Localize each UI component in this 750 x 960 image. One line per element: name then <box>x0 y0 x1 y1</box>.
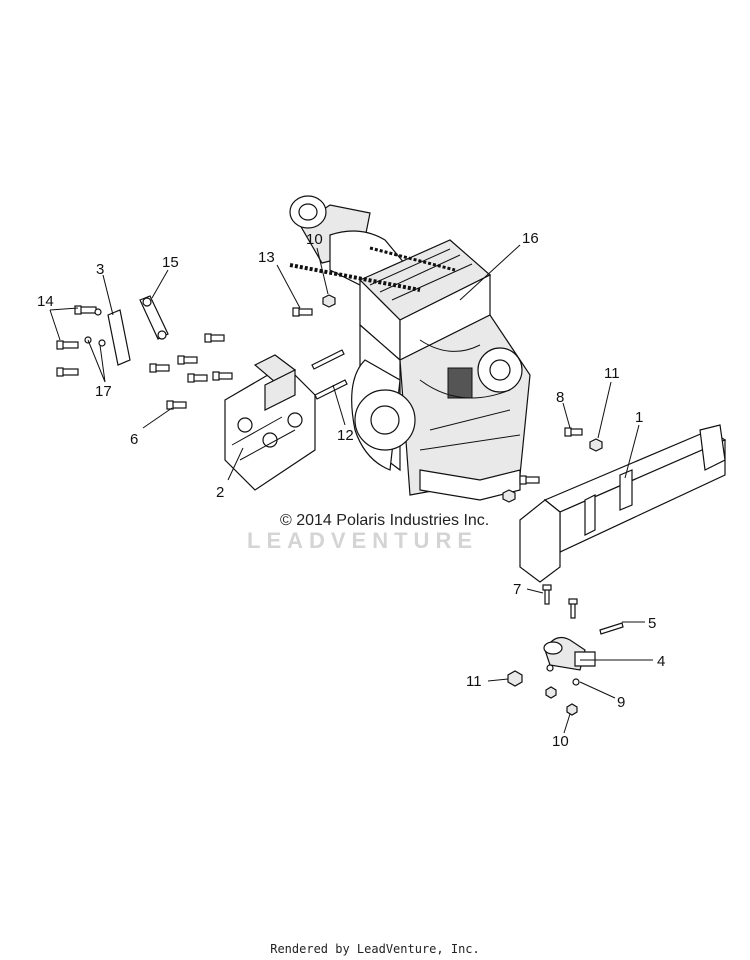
link-15 <box>139 295 169 340</box>
frame-crossmember <box>519 424 727 583</box>
engine-mount-4 <box>507 637 596 716</box>
bracket-3 <box>107 309 131 366</box>
callout-4: 4 <box>657 653 665 670</box>
callout-10-bottom: 10 <box>552 733 569 750</box>
engine-mount-bracket <box>224 354 316 491</box>
callout-5: 5 <box>648 615 656 632</box>
callout-14: 14 <box>37 293 54 310</box>
callout-6: 6 <box>130 431 138 448</box>
callout-3: 3 <box>96 261 104 278</box>
callout-7: 7 <box>513 581 521 598</box>
callout-11-top: 11 <box>604 365 620 382</box>
callout-13: 13 <box>258 249 275 266</box>
callout-10-top: 10 <box>306 231 323 248</box>
callout-12: 12 <box>337 427 354 444</box>
callout-15: 15 <box>162 254 179 271</box>
callout-1: 1 <box>635 409 643 426</box>
callout-2: 2 <box>216 484 224 501</box>
callout-16: 16 <box>522 230 539 247</box>
callout-labels: 1 2 3 4 5 6 7 8 9 10 10 11 11 12 13 14 1… <box>37 230 665 750</box>
copyright-notice: © 2014 Polaris Industries Inc. <box>280 512 490 529</box>
leader-lines <box>49 244 653 734</box>
engine-assembly <box>289 195 531 501</box>
bolts <box>56 294 624 635</box>
callout-17: 17 <box>95 383 112 400</box>
footer-credit: Rendered by LeadVenture, Inc. <box>270 942 480 956</box>
callout-11-bottom: 11 <box>466 673 482 690</box>
callout-8: 8 <box>556 389 564 406</box>
callout-9: 9 <box>617 694 625 711</box>
watermark: LEADVENTURE <box>247 528 479 553</box>
